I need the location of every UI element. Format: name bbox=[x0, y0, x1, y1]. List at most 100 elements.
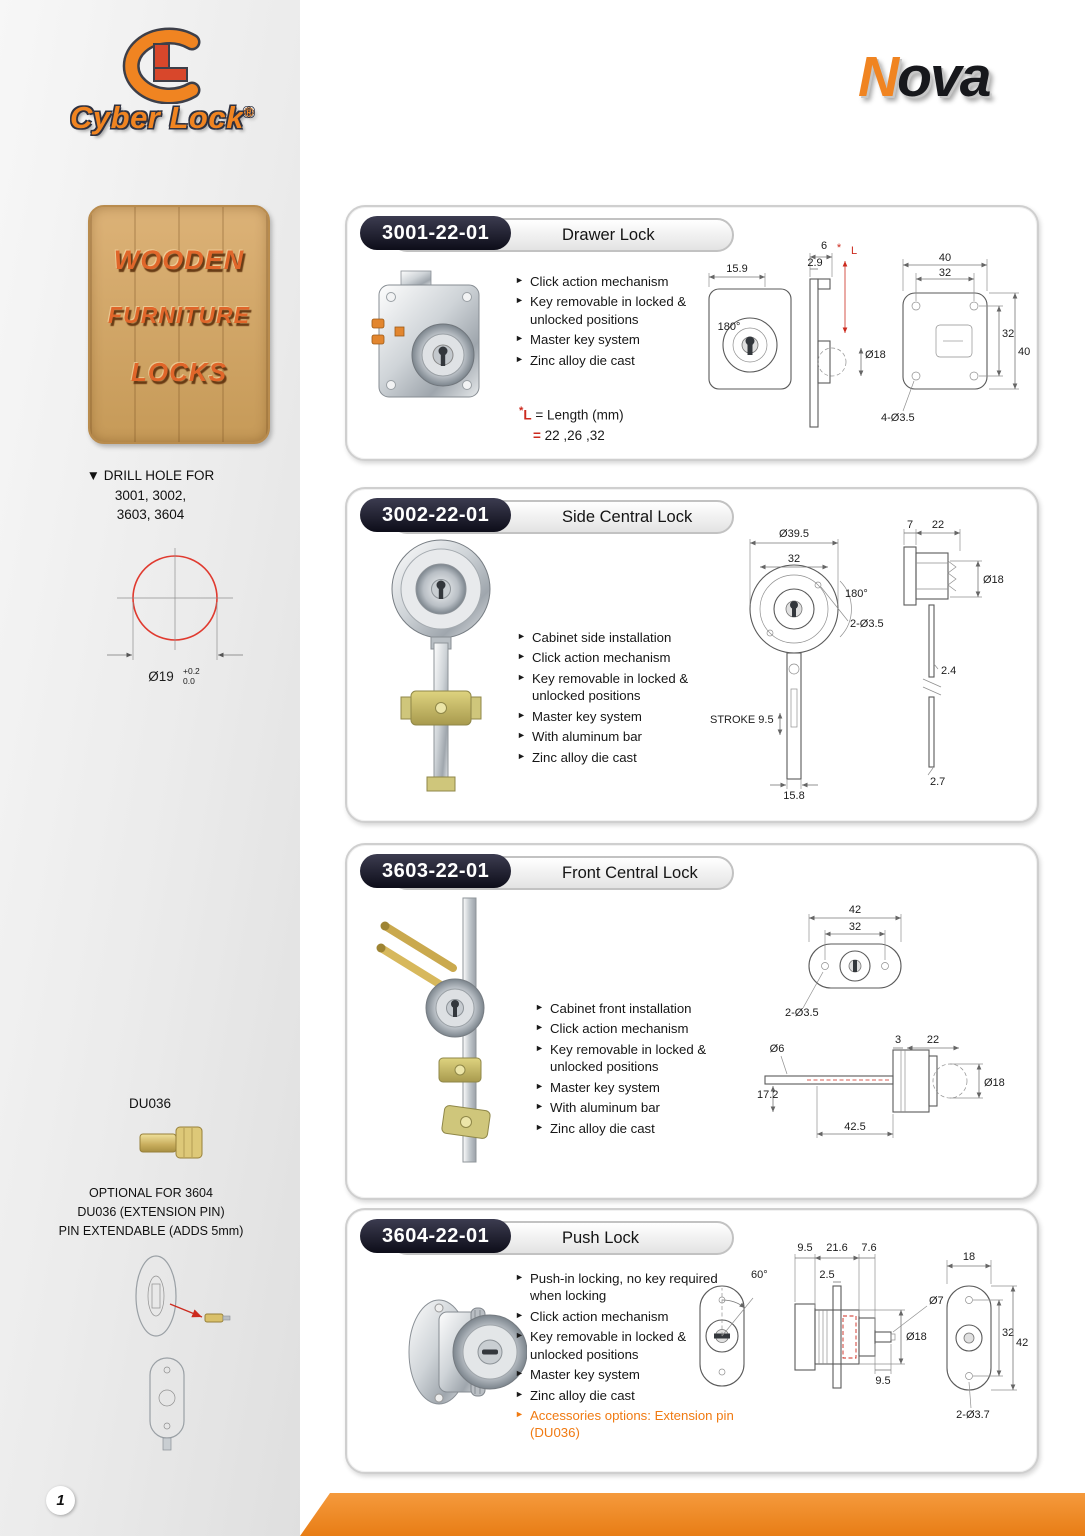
drawing-3603: 42 32 2-Ø3.5 Ø6 3 22 17.2 Ø18 bbox=[757, 904, 1005, 1138]
dim-label: 42 bbox=[849, 904, 861, 916]
length-note: *L = Length (mm) = 22 ,26 ,32 bbox=[519, 403, 624, 446]
page-number-text: 1 bbox=[56, 1492, 65, 1509]
dim-label: 15.9 bbox=[726, 263, 747, 275]
footer-bar bbox=[300, 1493, 1085, 1536]
product-card-3002: Side Central Lock 3002-22-01 Cabin bbox=[345, 487, 1039, 823]
dim-label: 32 bbox=[788, 553, 800, 565]
page-number: 1 bbox=[46, 1486, 75, 1515]
feature-item: Key removable in locked & unlocked posit… bbox=[515, 1328, 741, 1363]
section-code-badge: 3604-22-01 bbox=[360, 1219, 512, 1253]
feature-item-accessory: Accessories options: Extension pin (DU03… bbox=[515, 1407, 741, 1442]
dim-label: 32 bbox=[1002, 328, 1014, 340]
product-photo-3001 bbox=[371, 270, 480, 398]
drill-note-line: 3001, 3002, bbox=[114, 487, 187, 503]
dim-label: 2-Ø3.5 bbox=[850, 618, 884, 630]
drill-tolerance-top: +0.2 bbox=[183, 666, 200, 676]
dim-label: Ø39.5 bbox=[779, 528, 809, 540]
extension-pin-diagram bbox=[135, 1255, 231, 1337]
section-header: Drawer Lock 3001-22-01 bbox=[360, 216, 920, 252]
feature-item: Zinc alloy die cast bbox=[515, 352, 711, 369]
du036-pin-image bbox=[139, 1126, 203, 1159]
dim-label: 17.2 bbox=[757, 1089, 778, 1101]
dim-label: 2.7 bbox=[930, 776, 945, 788]
section-code-badge: 3002-22-01 bbox=[360, 498, 512, 532]
drill-dim-label: Ø19 bbox=[148, 669, 174, 684]
section-header: Side Central Lock 3002-22-01 bbox=[360, 498, 920, 534]
series-logo-rest: ova bbox=[897, 45, 991, 109]
dim-label: 60° bbox=[751, 1269, 768, 1281]
dim-label: 180° bbox=[845, 588, 868, 600]
product-photo-3002 bbox=[391, 539, 491, 792]
dim-label: 3 bbox=[895, 1034, 901, 1046]
length-note-line2: = 22 ,26 ,32 bbox=[533, 426, 624, 446]
feature-item: Master key system bbox=[535, 1079, 739, 1096]
section-code: 3001-22-01 bbox=[382, 222, 490, 244]
drill-hole-note: ▼ DRILL HOLE FOR 3001, 3002, 3603, 3604 bbox=[58, 466, 243, 525]
drill-tolerance-bottom: 0.0 bbox=[183, 676, 195, 686]
dim-label: Ø18 bbox=[984, 1077, 1005, 1089]
sign-line: FURNITURE bbox=[108, 302, 250, 328]
dim-label: Ø18 bbox=[983, 574, 1004, 586]
asterisk-mark: * bbox=[837, 242, 842, 254]
drill-hole-diagram: Ø19 +0.2 0.0 bbox=[107, 548, 243, 686]
feature-item: Key removable in locked & unlocked posit… bbox=[517, 670, 721, 705]
dim-label: 2.9 bbox=[807, 257, 822, 269]
asterisk: * bbox=[519, 405, 524, 417]
feature-item: With aluminum bar bbox=[517, 728, 721, 745]
feature-item: Click action mechanism bbox=[515, 1308, 741, 1325]
feature-item: Push-in locking, no key required when lo… bbox=[515, 1270, 741, 1305]
sign-line: LOCKS bbox=[131, 357, 227, 387]
length-symbol: L bbox=[523, 407, 532, 423]
series-logo: Nova bbox=[858, 44, 991, 110]
du036-label: DU036 bbox=[128, 1096, 172, 1111]
dim-label: 9.5 bbox=[797, 1242, 812, 1254]
dim-label: 180° bbox=[718, 321, 741, 333]
wooden-furniture-locks-sign: WOODEN FURNITURE LOCKS bbox=[88, 205, 270, 444]
dim-label: 7 bbox=[907, 519, 913, 531]
sign-line: WOODEN bbox=[113, 245, 245, 275]
dim-label: 2.5 bbox=[819, 1269, 834, 1281]
product-card-3603: Front Central Lock 3603-22-01 Cabi bbox=[345, 843, 1039, 1200]
feature-item: Master key system bbox=[515, 1366, 741, 1383]
dim-label: Ø18 bbox=[865, 349, 886, 361]
dim-label: 4-Ø3.5 bbox=[881, 412, 915, 424]
dim-label: Ø7 bbox=[929, 1295, 944, 1307]
feature-list: Cabinet front installation Click action … bbox=[535, 1000, 739, 1140]
dim-label: 7.6 bbox=[861, 1242, 876, 1254]
optional-line: OPTIONAL FOR 3604 bbox=[89, 1186, 213, 1200]
brand-name: Cyber Lock® bbox=[70, 100, 300, 136]
length-note-line1: *L = Length (mm) bbox=[519, 403, 624, 426]
feature-item: Click action mechanism bbox=[535, 1020, 739, 1037]
feature-item: Key removable in locked & unlocked posit… bbox=[535, 1041, 739, 1076]
dim-label: STROKE 9.5 bbox=[710, 714, 774, 726]
dim-label: 32 bbox=[1002, 1327, 1014, 1339]
section-code: 3603-22-01 bbox=[382, 860, 490, 882]
dim-label: Ø18 bbox=[906, 1331, 927, 1343]
dim-label: 2-Ø3.5 bbox=[785, 1007, 819, 1019]
dim-label: L bbox=[851, 245, 857, 257]
feature-item: Key removable in locked & unlocked posit… bbox=[515, 293, 711, 328]
feature-list: Cabinet side installation Click action m… bbox=[517, 629, 721, 769]
drill-note-title: ▼ DRILL HOLE FOR bbox=[86, 468, 215, 483]
feature-item: Master key system bbox=[515, 331, 711, 348]
optional-line: DU036 (EXTENSION PIN) bbox=[77, 1204, 225, 1219]
dim-label: Ø6 bbox=[770, 1043, 785, 1055]
section-header: Front Central Lock 3603-22-01 bbox=[360, 854, 920, 890]
dim-label: 32 bbox=[849, 921, 861, 933]
dim-label: 2-Ø3.7 bbox=[956, 1409, 990, 1421]
length-values: 22 ,26 ,32 bbox=[544, 427, 605, 443]
dim-label: 32 bbox=[939, 267, 951, 279]
drawing-3002: Ø39.5 32 180° 2-Ø3.5 STROKE 9.5 15.8 7 bbox=[710, 519, 1004, 802]
section-code-badge: 3603-22-01 bbox=[360, 854, 512, 888]
cyberlock-monogram-icon bbox=[122, 27, 201, 104]
feature-item: Master key system bbox=[517, 708, 721, 725]
product-photo-3604 bbox=[408, 1299, 527, 1405]
dim-label: 6 bbox=[821, 240, 827, 252]
feature-item: Cabinet front installation bbox=[535, 1000, 739, 1017]
section-code: 3002-22-01 bbox=[382, 504, 490, 526]
product-card-3604: Push Lock 3604-22-01 Push-in locking, no… bbox=[345, 1208, 1039, 1474]
section-code: 3604-22-01 bbox=[382, 1225, 490, 1247]
dim-label: 18 bbox=[963, 1251, 975, 1263]
feature-item: Zinc alloy die cast bbox=[515, 1387, 741, 1404]
